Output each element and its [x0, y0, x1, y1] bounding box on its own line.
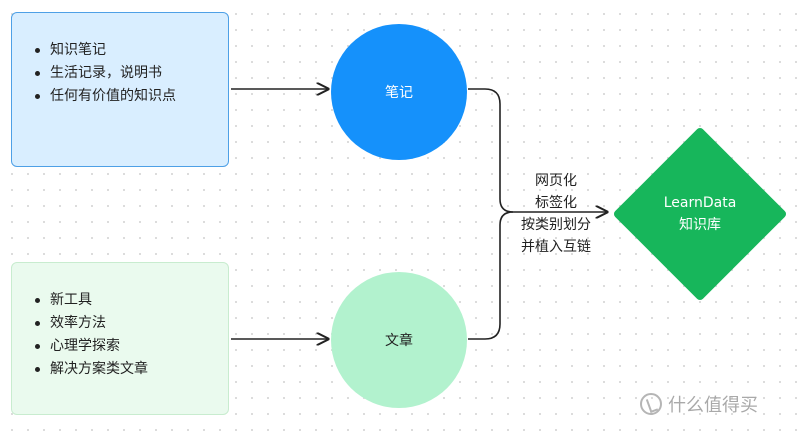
knowledge-base-title: LearnData	[663, 195, 737, 211]
list-item: 生活记录，说明书	[34, 62, 176, 85]
knowledge-base-label: LearnData 知识库	[612, 126, 788, 302]
notes-node-label: 笔记	[385, 85, 413, 101]
articles-source-list: 新工具 效率方法 心理学探索 解决方案类文章	[34, 289, 148, 381]
list-item: 知识笔记	[34, 39, 176, 62]
smzdm-logo-icon	[640, 393, 662, 415]
process-label: 网页化 标签化 按类别划分 并植入互链	[500, 170, 612, 258]
knowledge-base-subtitle: 知识库	[679, 217, 721, 233]
notes-source-list: 知识笔记 生活记录，说明书 任何有价值的知识点	[34, 39, 176, 108]
list-item: 效率方法	[34, 312, 148, 335]
watermark-text: 什么值得买	[668, 395, 758, 416]
process-step: 并植入互链	[521, 239, 591, 255]
notes-source-box: 知识笔记 生活记录，说明书 任何有价值的知识点	[11, 12, 229, 167]
knowledge-base-node: LearnData 知识库	[612, 126, 788, 302]
connector-notes-to-target	[468, 88, 607, 212]
connector-articles-to-target	[468, 211, 514, 340]
list-item: 新工具	[34, 289, 148, 312]
articles-source-box: 新工具 效率方法 心理学探索 解决方案类文章	[11, 262, 229, 415]
watermark: 什么值得买	[640, 391, 758, 417]
process-step: 按类别划分	[521, 217, 591, 233]
articles-node: 文章	[331, 272, 467, 408]
list-item: 解决方案类文章	[34, 358, 148, 381]
notes-node: 笔记	[331, 24, 467, 160]
process-step: 网页化	[535, 173, 577, 189]
articles-node-label: 文章	[385, 333, 413, 349]
list-item: 心理学探索	[34, 335, 148, 358]
list-item: 任何有价值的知识点	[34, 85, 176, 108]
process-step: 标签化	[535, 195, 577, 211]
